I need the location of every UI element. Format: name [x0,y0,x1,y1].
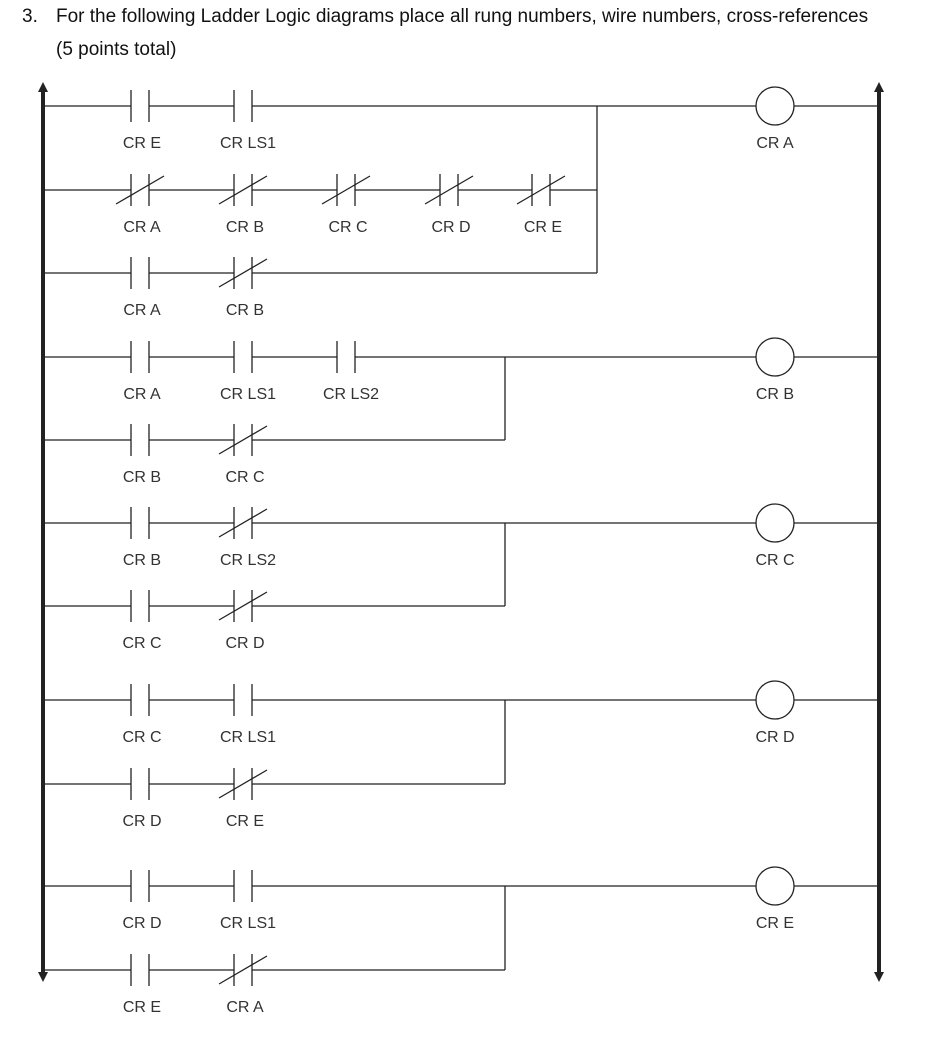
nc-contact: CR LS2 [218,507,276,569]
no-contact: CR LS1 [220,341,276,403]
nc-contact: CR D [218,590,268,652]
nc-slash [218,258,268,288]
question-points: (5 points total) [56,39,177,60]
coil-label: CR D [755,729,794,746]
no-contact: CR A [123,257,161,319]
contact-label: CR B [226,219,264,236]
coil-output [755,866,795,906]
contact-label: CR E [123,135,161,152]
nc-contact: CR C [321,174,371,236]
rail-arrow-icon [874,972,884,982]
nc-contact: CR A [218,954,268,1016]
no-contact: CR LS1 [220,684,276,746]
contact-label: CR E [226,813,264,830]
nc-slash [218,955,268,985]
no-contact: CR LS2 [323,341,379,403]
contact-label: CR A [226,999,264,1016]
nc-contact: CR E [516,174,566,236]
no-contact: CR A [123,341,161,403]
rail-arrow-icon [38,972,48,982]
coil-output [755,86,795,126]
contact-label: CR B [123,552,161,569]
contact-label: CR B [123,469,161,486]
contact-label: CR C [122,635,161,652]
coil-label: CR E [756,915,794,932]
contact-label: CR E [524,219,562,236]
no-contact: CR E [123,90,161,152]
contact-label: CR LS1 [220,915,276,932]
no-contact: CR B [123,507,161,569]
nc-slash [218,425,268,455]
coil-output [755,680,795,720]
coil-label: CR A [756,135,794,152]
nc-contact: CR B [218,174,268,236]
nc-slash [218,591,268,621]
no-contact: CR C [122,590,162,652]
contact-label: CR LS1 [220,386,276,403]
no-contact: CR D [122,870,162,932]
nc-slash [115,175,165,205]
nc-slash [321,175,371,205]
no-contact: CR E [123,954,161,1016]
contact-label: CR D [122,915,161,932]
nc-contact: CR A [115,174,165,236]
contact-label: CR C [122,729,161,746]
rail-arrow-icon [874,82,884,92]
nc-contact: CR C [218,424,268,486]
coil-label: CR C [755,552,794,569]
nc-slash [218,175,268,205]
no-contact: CR C [122,684,162,746]
no-contact: CR LS1 [220,90,276,152]
contact-label: CR A [123,386,161,403]
contact-label: CR D [431,219,470,236]
contact-label: CR LS2 [220,552,276,569]
nc-slash [424,175,474,205]
contact-label: CR D [122,813,161,830]
no-contact: CR D [122,768,162,830]
contact-label: CR C [225,469,264,486]
nc-contact: CR B [218,257,268,319]
contact-label: CR LS1 [220,135,276,152]
contact-label: CR LS1 [220,729,276,746]
rail-arrow-icon [38,82,48,92]
no-contact: CR B [123,424,161,486]
contact-label: CR D [225,635,264,652]
contact-label: CR A [123,302,161,319]
question-text: For the following Ladder Logic diagrams … [56,6,869,27]
nc-slash [218,508,268,538]
nc-slash [218,769,268,799]
question-number: 3. [22,6,38,27]
coil-output [755,503,795,543]
contact-label: CR LS2 [323,386,379,403]
contact-label: CR E [123,999,161,1016]
nc-contact: CR E [218,768,268,830]
coil-label: CR B [756,386,794,403]
coil-output [755,337,795,377]
contact-label: CR B [226,302,264,319]
contact-label: CR C [328,219,367,236]
contact-label: CR A [123,219,161,236]
nc-slash [516,175,566,205]
no-contact: CR LS1 [220,870,276,932]
nc-contact: CR D [424,174,474,236]
